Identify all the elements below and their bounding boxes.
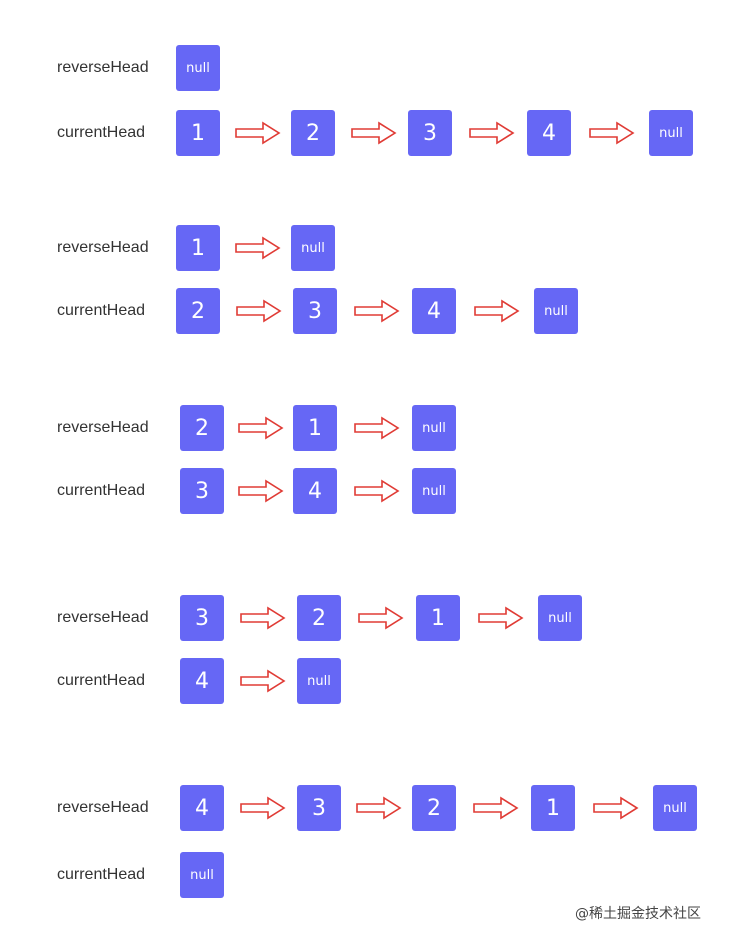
current-head-label: currentHead <box>57 672 146 689</box>
reverse-head-label: reverseHead <box>57 609 149 626</box>
null-node: null <box>297 658 341 704</box>
reverse-head-label: reverseHead <box>57 799 149 816</box>
next-pointer-arrow-icon <box>238 416 284 440</box>
list-node: 1 <box>531 785 575 831</box>
next-pointer-arrow-icon <box>240 796 286 820</box>
next-pointer-arrow-icon <box>478 606 524 630</box>
next-pointer-arrow-icon <box>236 299 282 323</box>
null-node: null <box>412 468 456 514</box>
next-pointer-arrow-icon <box>474 299 520 323</box>
list-node: 2 <box>291 110 335 156</box>
list-node: 1 <box>293 405 337 451</box>
null-node: null <box>653 785 697 831</box>
list-node: 2 <box>176 288 220 334</box>
next-pointer-arrow-icon <box>235 121 281 145</box>
list-node: 4 <box>180 785 224 831</box>
next-pointer-arrow-icon <box>358 606 404 630</box>
list-node: 3 <box>297 785 341 831</box>
next-pointer-arrow-icon <box>354 299 400 323</box>
next-pointer-arrow-icon <box>473 796 519 820</box>
null-node: null <box>534 288 578 334</box>
next-pointer-arrow-icon <box>593 796 639 820</box>
next-pointer-arrow-icon <box>589 121 635 145</box>
list-node: 4 <box>293 468 337 514</box>
list-node: 3 <box>408 110 452 156</box>
list-node: 1 <box>176 225 220 271</box>
next-pointer-arrow-icon <box>354 416 400 440</box>
next-pointer-arrow-icon <box>235 236 281 260</box>
next-pointer-arrow-icon <box>240 606 286 630</box>
next-pointer-arrow-icon <box>240 669 286 693</box>
current-head-label: currentHead <box>57 866 146 883</box>
list-node: 3 <box>180 468 224 514</box>
list-node: 1 <box>176 110 220 156</box>
current-head-label: currentHead <box>57 302 146 319</box>
next-pointer-arrow-icon <box>351 121 397 145</box>
reverse-head-label: reverseHead <box>57 59 149 76</box>
reverse-head-label: reverseHead <box>57 419 149 436</box>
null-node: null <box>412 405 456 451</box>
null-node: null <box>649 110 693 156</box>
watermark: @稀土掘金技术社区 <box>575 906 701 922</box>
list-node: 4 <box>412 288 456 334</box>
list-node: 2 <box>180 405 224 451</box>
list-node: 3 <box>293 288 337 334</box>
null-node: null <box>180 852 224 898</box>
null-node: null <box>291 225 335 271</box>
list-node: 1 <box>416 595 460 641</box>
list-node: 2 <box>297 595 341 641</box>
next-pointer-arrow-icon <box>469 121 515 145</box>
next-pointer-arrow-icon <box>356 796 402 820</box>
current-head-label: currentHead <box>57 482 146 499</box>
list-node: 3 <box>180 595 224 641</box>
current-head-label: currentHead <box>57 124 146 141</box>
null-node: null <box>176 45 220 91</box>
list-node: 4 <box>180 658 224 704</box>
next-pointer-arrow-icon <box>238 479 284 503</box>
next-pointer-arrow-icon <box>354 479 400 503</box>
list-node: 2 <box>412 785 456 831</box>
null-node: null <box>538 595 582 641</box>
reverse-head-label: reverseHead <box>57 239 149 256</box>
list-node: 4 <box>527 110 571 156</box>
